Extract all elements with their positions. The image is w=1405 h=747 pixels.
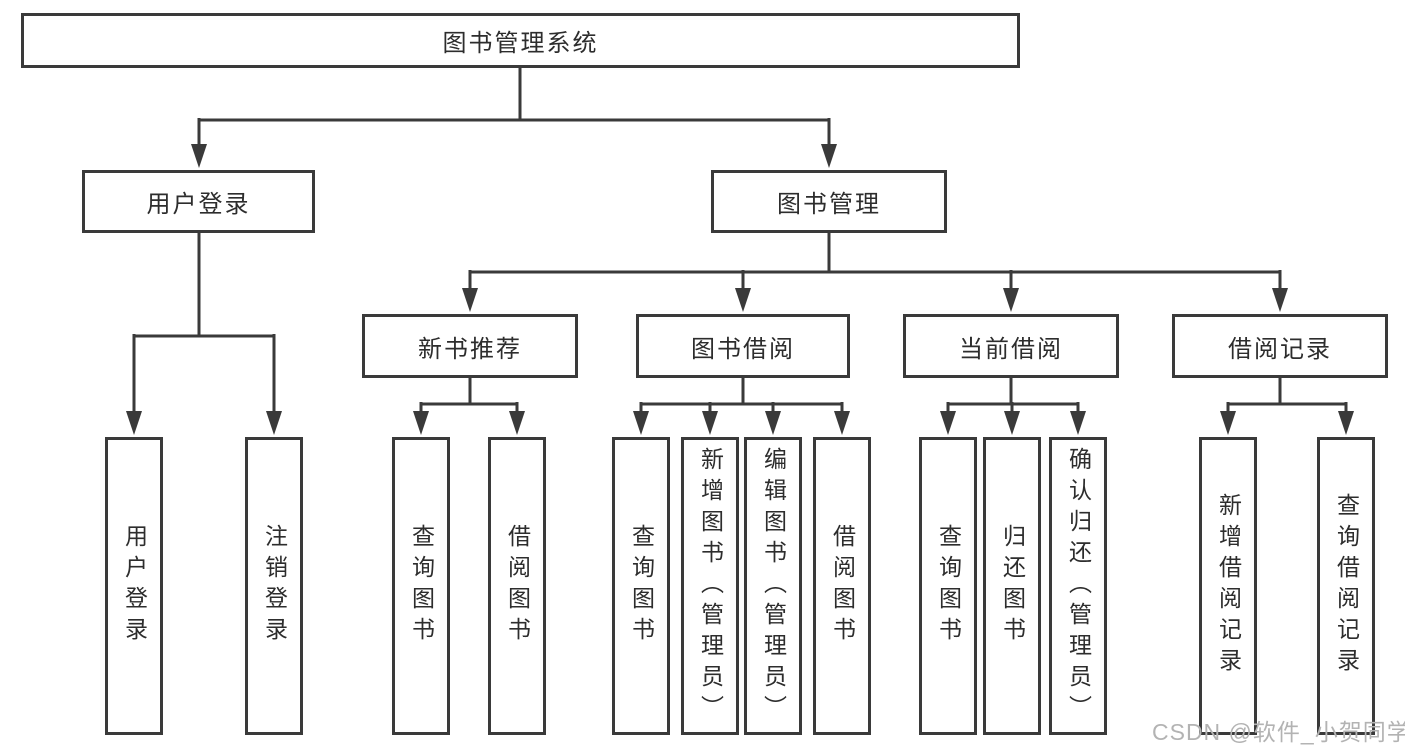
leaf-label: 查询图书 [628, 524, 655, 648]
leaf-label: 用户登录 [121, 524, 148, 648]
leaf-query-borrow-record: 查询借阅记录 [1317, 437, 1375, 735]
leaf-borrow-books: 借阅图书 [813, 437, 871, 735]
leaf-label: 归还图书 [999, 524, 1026, 648]
arrowhead-icon [1272, 288, 1288, 312]
node-new-book-recommend: 新书推荐 [362, 314, 578, 378]
leaf-user-login: 用户登录 [105, 437, 163, 735]
leaf-add-borrow-record: 新增借阅记录 [1199, 437, 1257, 735]
arrowhead-icon [191, 144, 207, 168]
leaf-label: 新增借阅记录 [1215, 493, 1242, 679]
node-label: 图书管理 [777, 191, 881, 218]
arrowhead-icon [462, 288, 478, 312]
arrowhead-icon [834, 411, 850, 435]
leaf-label: 查询图书 [935, 524, 962, 648]
node-label: 当前借阅 [959, 335, 1063, 363]
arrowhead-icon [413, 411, 429, 435]
leaf-return-books: 归还图书 [983, 437, 1041, 735]
node-label: 借阅记录 [1228, 335, 1332, 363]
arrowhead-icon [1220, 411, 1236, 435]
connector-current-borrow-children [940, 378, 1086, 435]
arrowhead-icon [735, 288, 751, 312]
arrowhead-icon [1338, 411, 1354, 435]
arrowhead-icon [765, 411, 781, 435]
node-system-root: 图书管理系统 [21, 13, 1020, 68]
node-label: 新书推荐 [418, 335, 522, 363]
connector-book-borrow-children [633, 378, 850, 435]
connector-book-mgmt-to-level2 [462, 233, 1288, 312]
arrowhead-icon [1004, 411, 1020, 435]
arrowhead-icon [126, 411, 142, 435]
connector-user-login-children [126, 233, 282, 435]
node-label: 图书借阅 [691, 335, 795, 363]
arrowhead-icon [1003, 288, 1019, 312]
arrowhead-icon [633, 411, 649, 435]
leaf-label: 编辑图书（管理员） [760, 446, 787, 726]
leaf-label: 新增图书（管理员） [697, 446, 724, 726]
leaf-query-books-borrow: 查询图书 [612, 437, 670, 735]
node-user-login: 用户登录 [82, 170, 315, 233]
leaf-borrow-books-recommend: 借阅图书 [488, 437, 546, 735]
node-book-borrow: 图书借阅 [636, 314, 850, 378]
arrowhead-icon [266, 411, 282, 435]
leaf-query-books-recommend: 查询图书 [392, 437, 450, 735]
node-current-borrow: 当前借阅 [903, 314, 1119, 378]
leaf-confirm-return-admin: 确认归还（管理员） [1049, 437, 1107, 735]
leaf-label: 借阅图书 [829, 524, 856, 648]
node-borrow-records: 借阅记录 [1172, 314, 1388, 378]
leaf-query-books-current: 查询图书 [919, 437, 977, 735]
node-label: 图书管理系统 [442, 30, 599, 57]
connector-root-to-level1 [191, 68, 837, 168]
arrowhead-icon [821, 144, 837, 168]
node-label: 用户登录 [146, 191, 251, 218]
connector-borrow-records-children [1220, 378, 1354, 435]
leaf-logout: 注销登录 [245, 437, 303, 735]
leaf-edit-books-admin: 编辑图书（管理员） [744, 437, 802, 735]
arrowhead-icon [509, 411, 525, 435]
arrowhead-icon [940, 411, 956, 435]
arrowhead-icon [1070, 411, 1086, 435]
arrowhead-icon [702, 411, 718, 435]
leaf-add-books-admin: 新增图书（管理员） [681, 437, 739, 735]
leaf-label: 注销登录 [261, 524, 288, 648]
leaf-label: 确认归还（管理员） [1065, 446, 1092, 726]
leaf-label: 借阅图书 [504, 524, 531, 648]
leaf-label: 查询图书 [408, 524, 435, 648]
leaf-label: 查询借阅记录 [1333, 493, 1360, 679]
csdn-watermark: CSDN @软件_小贺同学 [1152, 719, 1405, 745]
node-book-management: 图书管理 [711, 170, 947, 233]
connector-new-book-children [413, 378, 525, 435]
